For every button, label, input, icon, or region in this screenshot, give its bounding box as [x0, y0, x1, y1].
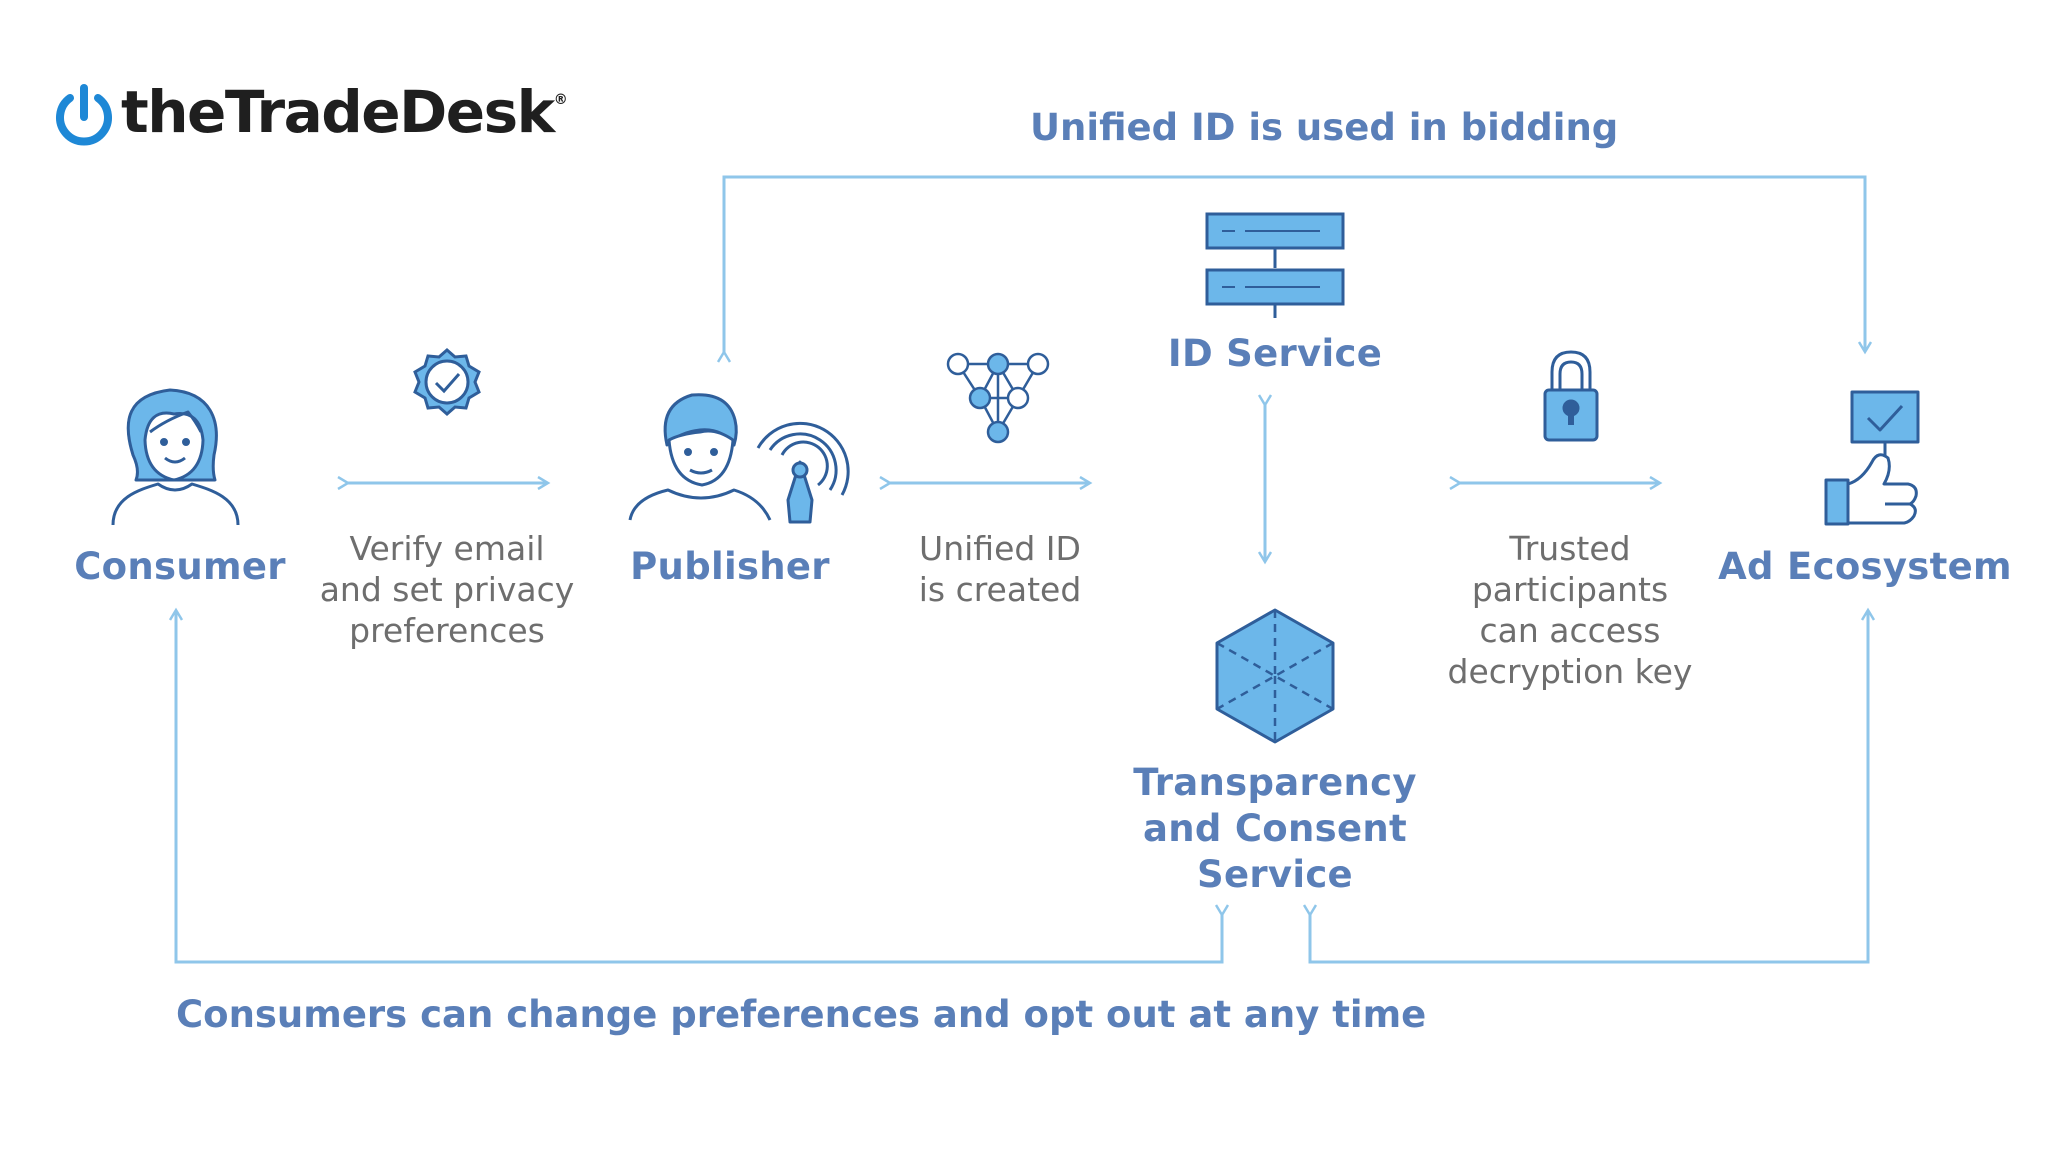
bidding-connector [724, 175, 1865, 352]
thumbs-up-checkbox-icon [1824, 390, 1920, 526]
cube-icon [1215, 608, 1335, 744]
tcs-label-line: Service [1197, 853, 1353, 896]
top-banner: Unified ID is used in bidding [1030, 106, 1619, 149]
id-service-label: ID Service [1167, 332, 1383, 375]
bottom-banner: Consumers can change preferences and opt… [176, 993, 1427, 1036]
verify-caption-line: preferences [349, 611, 545, 650]
publisher-label: Publisher [630, 545, 830, 588]
consumer-label: Consumer [74, 545, 286, 588]
power-icon [56, 84, 112, 146]
unified-caption: Unified ID is created [850, 528, 1150, 610]
preferences-connector [176, 610, 1868, 964]
brand-logo: theTradeDesk® [121, 78, 568, 146]
trusted-caption-line: Trusted [1509, 529, 1631, 568]
ad-ecosystem-label: Ad Ecosystem [1718, 545, 2012, 588]
brand-registered-mark: ® [553, 92, 568, 108]
padlock-icon [1543, 350, 1599, 442]
trusted-caption: Trusted participants can access decrypti… [1410, 528, 1730, 692]
brand-name: theTradeDesk [121, 78, 555, 146]
verify-caption: Verify email and set privacy preferences [297, 528, 597, 651]
trusted-caption-line: can access [1479, 611, 1661, 650]
trusted-caption-line: participants [1471, 570, 1669, 609]
consumer-person-icon [111, 388, 240, 526]
unified-caption-line: Unified ID [919, 529, 1081, 568]
server-icon [1205, 212, 1345, 318]
tcs-label: Transparency and Consent Service [1115, 760, 1435, 898]
verified-badge-icon [413, 348, 481, 416]
trusted-caption-line: decryption key [1447, 652, 1693, 691]
unified-caption-line: is created [918, 570, 1082, 609]
tcs-label-line: Transparency [1133, 761, 1417, 804]
verify-caption-line: and set privacy [319, 570, 575, 609]
network-nodes-icon [946, 352, 1050, 444]
verify-caption-line: Verify email [349, 529, 545, 568]
tcs-label-line: and Consent [1142, 807, 1408, 850]
publisher-broadcast-icon [628, 393, 850, 524]
